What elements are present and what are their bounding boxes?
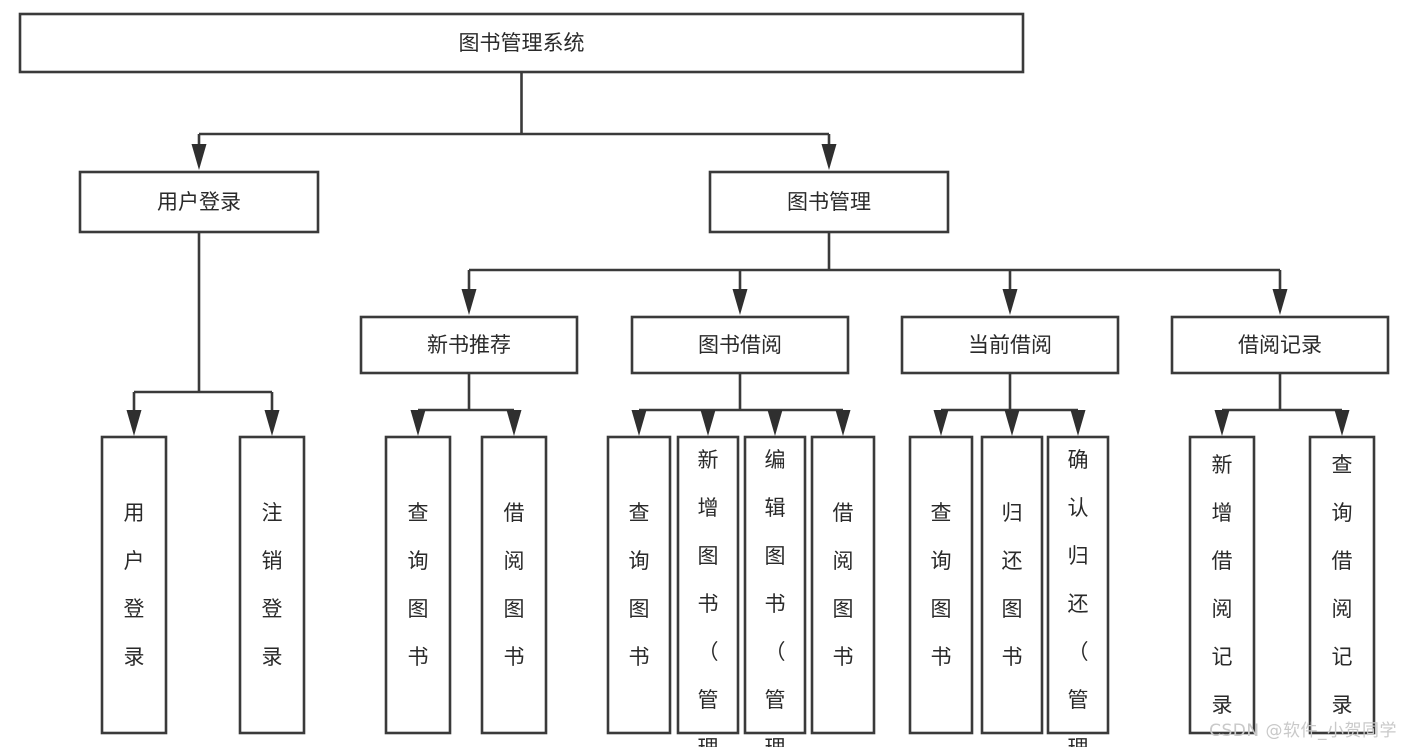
node-book-borrow[interactable]: 图书借阅 <box>630 315 850 375</box>
node-box[interactable] <box>359 315 579 375</box>
leaf-label: 新增借阅记录 <box>1212 453 1233 717</box>
arrow-head-icon <box>1334 410 1350 436</box>
node-label: 新书推荐 <box>427 333 511 357</box>
leaf-leaf-return-book[interactable]: 归还图书 <box>980 435 1044 735</box>
leaf-leaf-user-login[interactable]: 用户登录 <box>100 435 168 735</box>
node-box[interactable] <box>1170 315 1390 375</box>
arrow-head-icon <box>1002 289 1018 315</box>
node-label: 借阅记录 <box>1238 333 1322 357</box>
arrow-head-icon <box>264 410 280 436</box>
leaf-label: 借阅图书 <box>833 501 854 669</box>
node-box[interactable] <box>743 435 807 735</box>
arrow-head-icon <box>191 144 207 170</box>
node-box[interactable] <box>1188 435 1256 735</box>
leaf-leaf-borrow-book-1[interactable]: 借阅图书 <box>480 435 548 735</box>
arrow-head-icon <box>410 410 426 436</box>
leaf-label: 确认归还（管理员） <box>1068 448 1089 747</box>
leaf-label: 查询图书 <box>408 501 429 669</box>
leaf-label: 查询图书 <box>629 501 650 669</box>
arrow-head-icon <box>1272 289 1288 315</box>
leaf-label: 用户登录 <box>124 501 145 669</box>
arrow-head-icon <box>631 410 647 436</box>
node-box[interactable] <box>708 170 950 234</box>
node-box[interactable] <box>1308 435 1376 735</box>
node-box[interactable] <box>480 435 548 735</box>
leaf-label: 新增图书（管理员） <box>698 448 719 747</box>
node-box[interactable] <box>100 435 168 735</box>
node-box[interactable] <box>384 435 452 735</box>
root-node[interactable]: 图书管理系统 <box>18 12 1025 74</box>
node-label: 用户登录 <box>157 190 241 214</box>
arrow-head-icon <box>835 410 851 436</box>
leaf-leaf-confirm-return[interactable]: 确认归还（管理员） <box>1046 435 1110 747</box>
node-new-book-rec[interactable]: 新书推荐 <box>359 315 579 375</box>
arrow-head-icon <box>461 289 477 315</box>
leaf-label: 查询图书 <box>931 501 952 669</box>
arrow-head-icon <box>700 410 716 436</box>
leaf-leaf-logout[interactable]: 注销登录 <box>238 435 306 735</box>
node-box[interactable] <box>78 170 320 234</box>
arrow-head-icon <box>1214 410 1230 436</box>
leaf-leaf-add-book[interactable]: 新增图书（管理员） <box>676 435 740 747</box>
arrow-head-icon <box>767 410 783 436</box>
node-box[interactable] <box>908 435 974 735</box>
node-borrow-record[interactable]: 借阅记录 <box>1170 315 1390 375</box>
arrow-head-icon <box>1070 410 1086 436</box>
node-box[interactable] <box>900 315 1120 375</box>
node-box[interactable] <box>676 435 740 735</box>
leaf-label: 注销登录 <box>262 501 283 669</box>
arrow-head-icon <box>732 289 748 315</box>
node-box[interactable] <box>630 315 850 375</box>
connector-layer <box>126 72 1350 436</box>
node-label: 图书借阅 <box>698 333 782 357</box>
leaf-leaf-edit-book[interactable]: 编辑图书（管理员） <box>743 435 807 747</box>
node-label: 图书管理系统 <box>459 31 585 55</box>
node-book-manage[interactable]: 图书管理 <box>708 170 950 234</box>
arrow-head-icon <box>933 410 949 436</box>
arrow-head-icon <box>126 410 142 436</box>
leaf-leaf-query-book-3[interactable]: 查询图书 <box>908 435 974 735</box>
leaf-leaf-query-record[interactable]: 查询借阅记录 <box>1308 435 1376 735</box>
node-box[interactable] <box>18 12 1025 74</box>
leaf-label: 归还图书 <box>1002 501 1023 669</box>
leaf-leaf-borrow-book-2[interactable]: 借阅图书 <box>810 435 876 735</box>
arrow-head-icon <box>821 144 837 170</box>
node-box[interactable] <box>810 435 876 735</box>
leaf-leaf-query-book-2[interactable]: 查询图书 <box>606 435 672 735</box>
node-user-login[interactable]: 用户登录 <box>78 170 320 234</box>
node-box[interactable] <box>980 435 1044 735</box>
leaf-leaf-add-record[interactable]: 新增借阅记录 <box>1188 435 1256 735</box>
leaf-label: 查询借阅记录 <box>1332 453 1353 717</box>
node-box[interactable] <box>606 435 672 735</box>
node-label: 当前借阅 <box>968 333 1052 357</box>
arrow-head-icon <box>1004 410 1020 436</box>
leaf-leaf-query-book-1[interactable]: 查询图书 <box>384 435 452 735</box>
node-layer: 图书管理系统用户登录图书管理新书推荐图书借阅当前借阅借阅记录用户登录注销登录查询… <box>18 12 1390 747</box>
node-current-borrow[interactable]: 当前借阅 <box>900 315 1120 375</box>
node-box[interactable] <box>1046 435 1110 735</box>
leaf-label: 借阅图书 <box>504 501 525 669</box>
node-box[interactable] <box>238 435 306 735</box>
node-label: 图书管理 <box>787 190 871 214</box>
leaf-label: 编辑图书（管理员） <box>765 448 786 747</box>
arrow-head-icon <box>506 410 522 436</box>
